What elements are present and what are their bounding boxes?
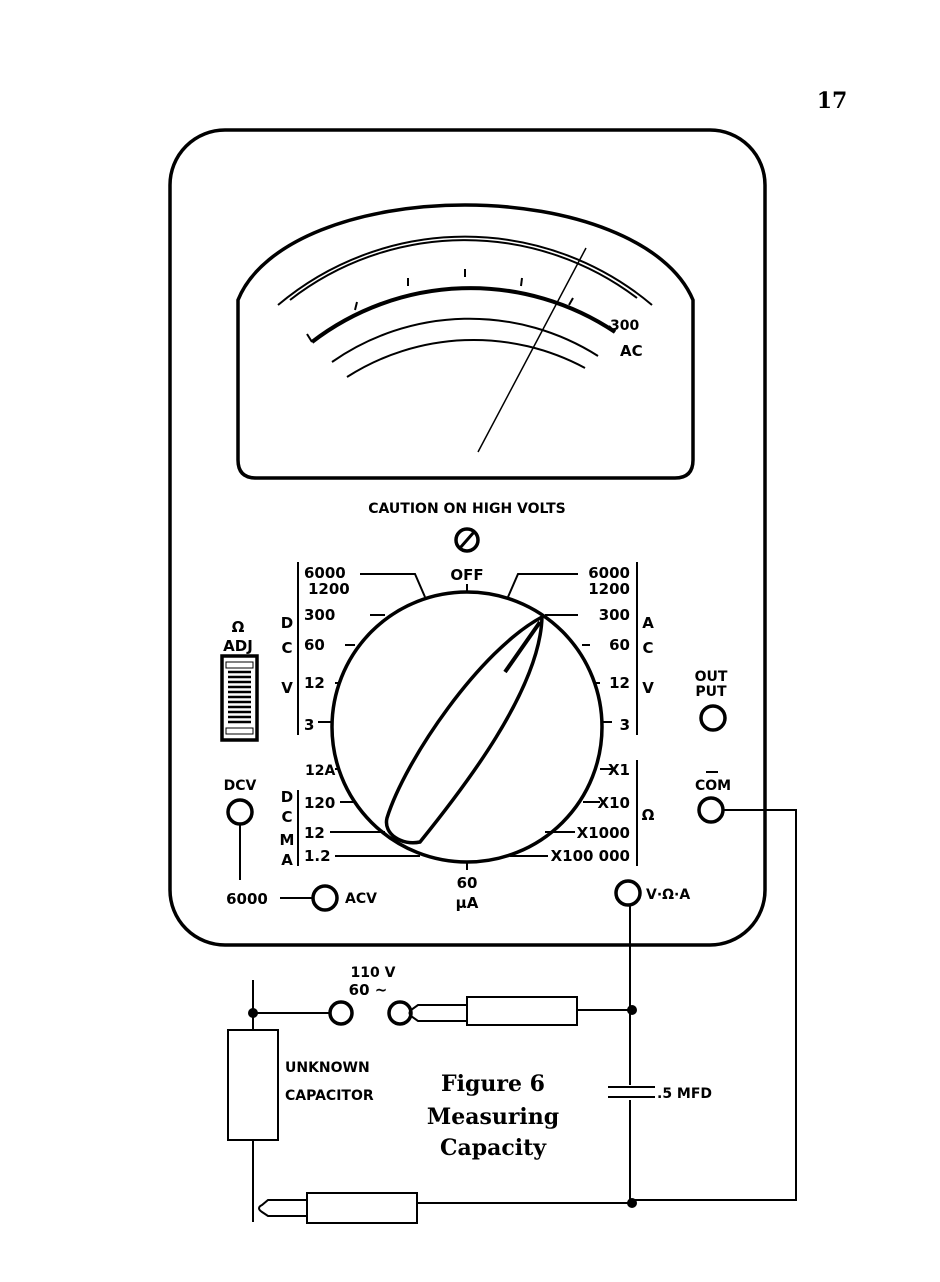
vohm-jack[interactable] bbox=[614, 879, 642, 907]
off-label: OFF bbox=[450, 566, 483, 584]
page-number: 17 bbox=[817, 88, 848, 114]
range-selector-dial[interactable] bbox=[330, 590, 604, 864]
ohm-ranges: Ω X1 X10 X1000 X100 000 bbox=[510, 760, 655, 866]
label: 1200 bbox=[308, 580, 350, 598]
label: 60 bbox=[304, 636, 325, 654]
dial-pointer bbox=[384, 614, 544, 845]
com-label: COM bbox=[695, 778, 731, 794]
label: 300 bbox=[599, 606, 630, 624]
label: M bbox=[280, 831, 295, 849]
label: D bbox=[281, 788, 293, 806]
caption-line-3: Capacity bbox=[440, 1135, 547, 1161]
label: X1000 bbox=[577, 824, 630, 842]
label: Ω bbox=[642, 806, 655, 824]
meter-scale bbox=[277, 235, 653, 378]
dcma-ranges: D C M A 12A 120 12 1.2 bbox=[280, 763, 420, 869]
label: X1 bbox=[608, 761, 630, 779]
label: C bbox=[281, 639, 292, 657]
adj-label: ADJ bbox=[223, 637, 253, 655]
label: X10 bbox=[598, 794, 630, 812]
scale-end-label: 300 bbox=[610, 318, 639, 334]
label: 120 bbox=[304, 794, 335, 812]
label: V bbox=[642, 679, 654, 697]
caution-label: CAUTION ON HIGH VOLTS bbox=[368, 501, 566, 517]
meter-window bbox=[236, 203, 695, 480]
source-voltage-label: 110 V bbox=[351, 965, 396, 981]
output-label-1: OUT bbox=[695, 669, 728, 685]
meter-case bbox=[168, 128, 767, 947]
dcv-jack-label: DCV bbox=[224, 778, 257, 794]
zero-adjust-screw[interactable] bbox=[454, 527, 480, 553]
output-jack[interactable] bbox=[699, 704, 727, 732]
label: 1200 bbox=[588, 580, 630, 598]
label: 12 bbox=[304, 674, 325, 692]
label: D bbox=[281, 614, 293, 632]
label: 3 bbox=[620, 716, 630, 734]
label: 6000 bbox=[588, 564, 630, 582]
label: C bbox=[281, 808, 292, 826]
label: 300 bbox=[304, 606, 335, 624]
ua-value: 60 bbox=[457, 874, 478, 892]
acv-ranges: A C V 6000 1200 300 60 12 3 bbox=[507, 562, 654, 735]
ohm-adjust-knob[interactable] bbox=[220, 654, 259, 742]
label: X100 000 bbox=[551, 847, 630, 865]
acv-6000-jack[interactable] bbox=[311, 884, 339, 912]
label: A bbox=[281, 851, 293, 869]
dcv-jack[interactable] bbox=[226, 798, 254, 826]
label: 6000 bbox=[304, 564, 346, 582]
label: 12 bbox=[609, 674, 630, 692]
vohm-label: V·Ω·A bbox=[646, 887, 690, 903]
caption-line-2: Measuring bbox=[427, 1104, 559, 1130]
label: 60 bbox=[609, 636, 630, 654]
caption-figure: Figure 6 bbox=[441, 1071, 545, 1097]
label: A bbox=[642, 614, 654, 632]
source-frequency-label: 60 ~ bbox=[349, 981, 388, 999]
label: C bbox=[642, 639, 653, 657]
scale-unit-label: AC bbox=[620, 342, 643, 360]
ua-unit: µA bbox=[456, 894, 479, 912]
output-label-2: PUT bbox=[695, 684, 727, 700]
circuit-wiring bbox=[227, 809, 797, 1224]
label: 3 bbox=[304, 716, 314, 734]
unknown-label-2: CAPACITOR bbox=[285, 1088, 374, 1104]
label: V bbox=[281, 679, 293, 697]
label: 12A bbox=[305, 763, 335, 779]
capacitor-value-label: .5 MFD bbox=[657, 1086, 712, 1102]
com-jack[interactable] bbox=[697, 796, 725, 824]
unknown-label-1: UNKNOWN bbox=[285, 1060, 370, 1076]
label: 1.2 bbox=[304, 847, 331, 865]
meter-needle bbox=[477, 247, 587, 453]
adj-symbol: Ω bbox=[232, 618, 245, 636]
acv-label: ACV bbox=[345, 891, 377, 907]
label: 12 bbox=[304, 824, 325, 842]
dcv-ranges: D C V 6000 1200 300 60 12 3 bbox=[281, 562, 426, 735]
dcv-6000-label: 6000 bbox=[226, 890, 268, 908]
